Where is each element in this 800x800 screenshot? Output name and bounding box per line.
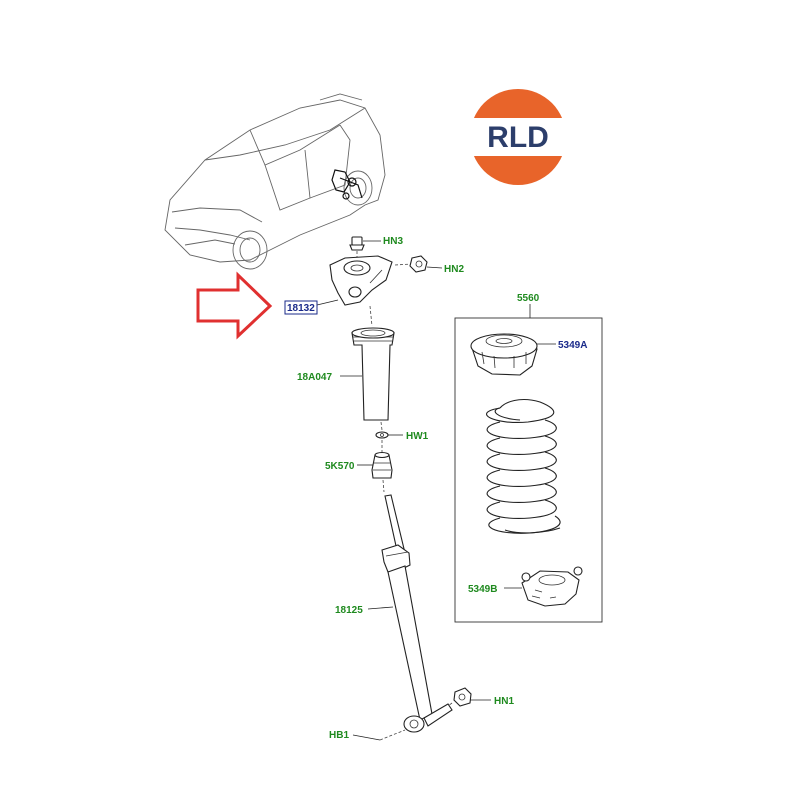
upper-mount-18132 xyxy=(316,255,413,306)
coil-spring xyxy=(486,399,561,534)
nut-hn1 xyxy=(447,687,491,707)
washer-hw1 xyxy=(375,421,403,439)
label-18132-box xyxy=(284,300,318,315)
label-18132: 18132 xyxy=(287,303,315,314)
nut-hn2 xyxy=(409,255,443,273)
highlight-arrow xyxy=(196,271,273,340)
logo-text: RLD xyxy=(487,121,549,154)
label-hb1: HB1 xyxy=(329,730,349,741)
rld-logo: RLD xyxy=(462,89,574,185)
spring-seat-lower-5349B xyxy=(504,566,583,607)
callout-labels: HN3 HN2 18132 18A047 HW1 5K570 18125 HN1… xyxy=(284,236,587,741)
bump-stop-5K570 xyxy=(357,440,393,493)
nut-hn3 xyxy=(349,236,381,262)
label-hn1: HN1 xyxy=(494,696,514,707)
vehicle-illustration xyxy=(164,93,386,270)
spring-seat-upper-5349A xyxy=(470,333,556,376)
label-hn2: HN2 xyxy=(444,264,464,275)
label-5560: 5560 xyxy=(517,293,540,304)
label-18A047: 18A047 xyxy=(297,372,332,383)
label-5K570: 5K570 xyxy=(325,461,355,472)
label-5349B: 5349B xyxy=(468,584,497,595)
label-hn3: HN3 xyxy=(383,236,403,247)
dust-cover-18A047 xyxy=(340,305,395,421)
label-5349A: 5349A xyxy=(558,340,587,351)
label-hw1: HW1 xyxy=(406,431,429,442)
vehicle-shock-highlight xyxy=(331,169,363,200)
spring-kit-box xyxy=(454,304,603,623)
shock-absorber-18125 xyxy=(352,494,453,741)
label-18125: 18125 xyxy=(335,605,363,616)
